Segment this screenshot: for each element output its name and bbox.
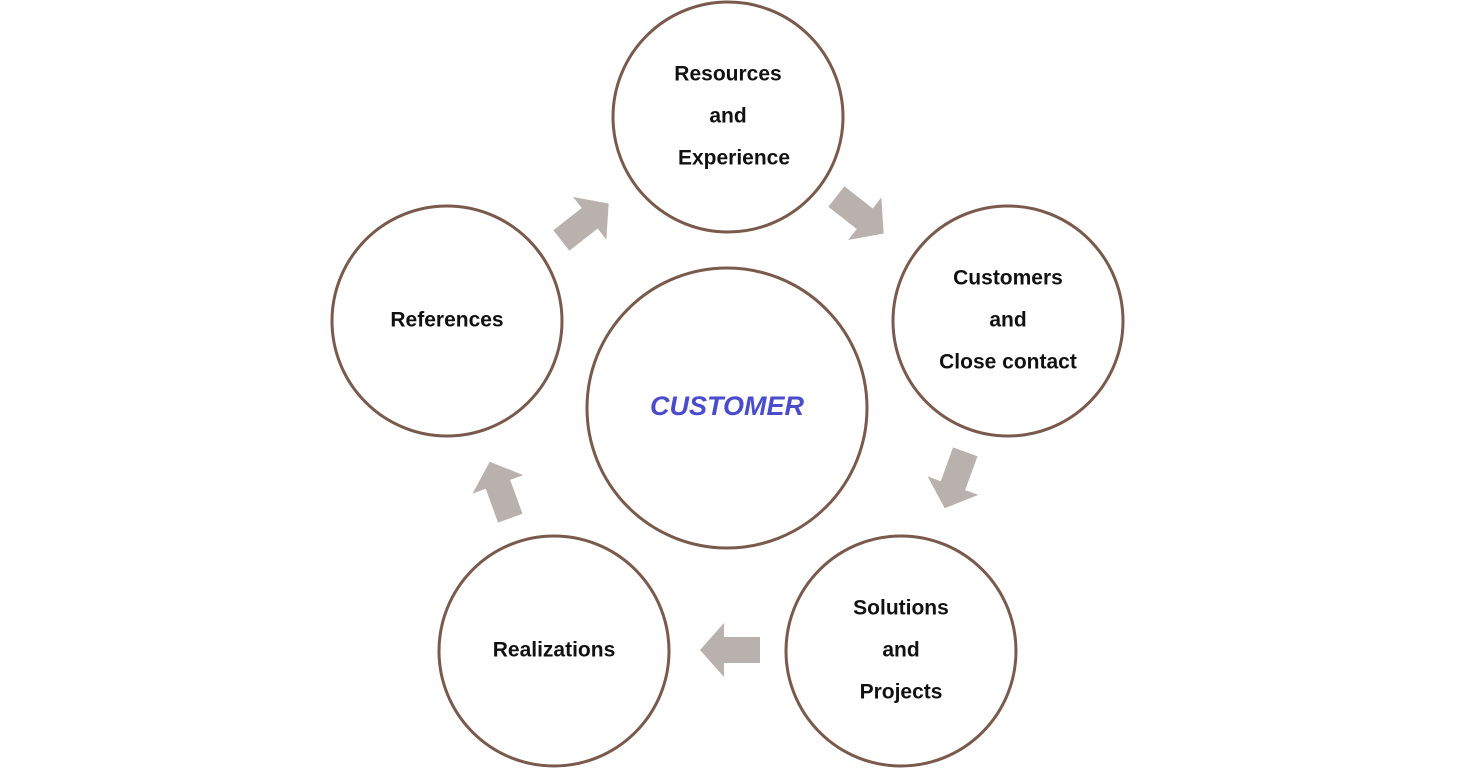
node-label-line: Customers xyxy=(953,267,1063,290)
node-label-line: Resources xyxy=(674,63,781,86)
node-circle xyxy=(330,204,564,438)
center-node: CUSTOMER xyxy=(585,266,869,550)
node-customers: Customers and Close contact xyxy=(891,204,1125,438)
node-resources: Resources and Experience xyxy=(611,0,845,234)
arrow-realizations-to-references xyxy=(472,461,524,523)
arrow-solutions-to-realizations xyxy=(700,623,760,677)
node-label-line: and xyxy=(989,309,1026,332)
arrow-references-to-resources xyxy=(553,197,609,251)
node-references: References xyxy=(330,204,564,438)
node-circle xyxy=(891,204,1125,438)
node-circle xyxy=(611,0,845,234)
center-label: CUSTOMER xyxy=(650,391,805,421)
node-circle xyxy=(437,534,671,768)
node-label-line: Experience xyxy=(678,147,790,170)
node-label-line: and xyxy=(882,639,919,662)
node-solutions: Solutions and Projects xyxy=(784,534,1018,768)
node-label-line: and xyxy=(709,105,746,128)
center-circle xyxy=(585,266,869,550)
node-realizations: Realizations xyxy=(437,534,671,768)
arrow-resources-to-customers xyxy=(828,186,884,240)
node-label-line: Realizations xyxy=(493,639,616,662)
node-label-line: Close contact xyxy=(939,351,1077,374)
node-label-line: Solutions xyxy=(853,597,949,620)
arrow-customers-to-solutions xyxy=(927,447,979,509)
flow-arrows xyxy=(472,186,979,677)
node-label-line: References xyxy=(390,309,503,332)
node-circle xyxy=(784,534,1018,768)
node-label-line: Projects xyxy=(860,681,943,704)
